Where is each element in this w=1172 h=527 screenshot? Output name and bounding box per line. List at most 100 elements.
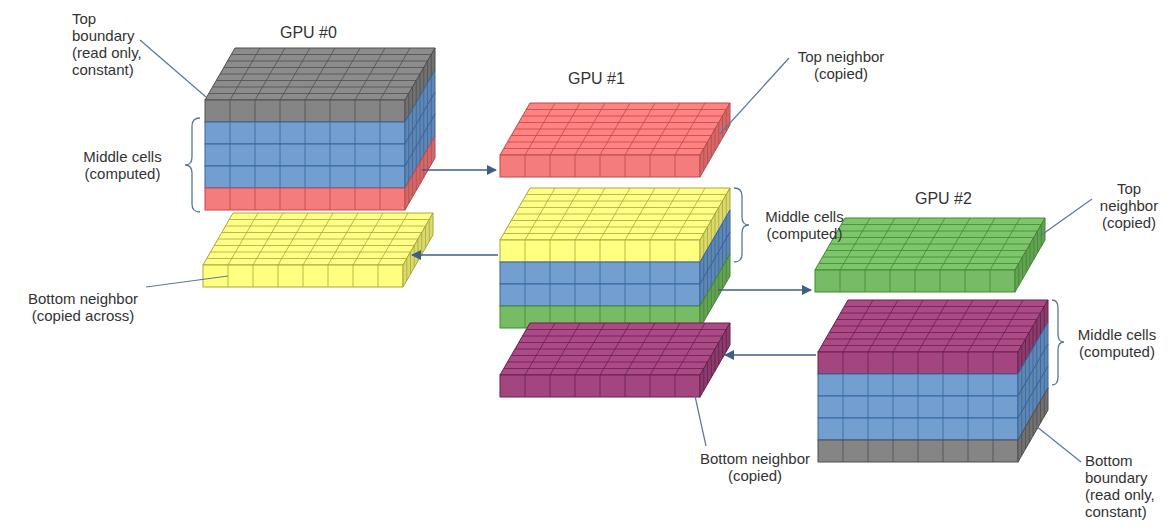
grid-line [707, 142, 708, 164]
grid-line [519, 342, 719, 343]
grid-line [305, 100, 306, 122]
grid-line [675, 262, 676, 284]
grid-line [711, 287, 712, 309]
grid-line [1037, 231, 1038, 253]
grid-line [943, 418, 944, 440]
grid-line [427, 61, 428, 83]
grid-line [1029, 399, 1030, 421]
grid-line [675, 103, 705, 155]
grid-line [305, 144, 306, 166]
leader-line [1040, 199, 1092, 236]
grid-line [726, 261, 727, 283]
grid-line [420, 140, 421, 162]
grid-line [715, 129, 716, 151]
grid-line [280, 100, 281, 122]
grid-line [838, 231, 1038, 232]
grid-line [722, 201, 723, 223]
grid-line [231, 54, 431, 55]
grid-line [675, 323, 705, 375]
grid-line [990, 270, 991, 292]
grid-line [893, 396, 894, 418]
copy-arrow [718, 289, 811, 291]
grid-line [943, 352, 944, 374]
grid-line [355, 48, 385, 100]
grid-line [703, 234, 704, 256]
grid-line [625, 284, 626, 306]
grid-line [868, 440, 869, 462]
grid-line [715, 349, 716, 371]
grid-line [420, 118, 421, 140]
grid-line [718, 274, 719, 296]
leader-line [695, 396, 706, 446]
grid-line [650, 375, 651, 397]
grid-line [230, 144, 231, 166]
grid-line [993, 440, 994, 462]
grid-line [703, 300, 704, 322]
grid-line [843, 374, 844, 396]
grid-line [968, 374, 969, 396]
grid-line [650, 103, 680, 155]
cell-slab [500, 188, 730, 328]
grid-line [431, 143, 432, 165]
grid-line [1033, 370, 1034, 392]
grid-line [378, 213, 408, 265]
grid-line [968, 352, 969, 374]
grid-line [550, 155, 551, 177]
grid-line [1025, 383, 1026, 405]
grid-line [1029, 421, 1030, 443]
grid-line [843, 440, 844, 462]
grid-line [893, 352, 894, 374]
grid-line [703, 256, 704, 278]
slab-front-row [818, 396, 1018, 418]
grid-line [420, 162, 421, 184]
grid-line [408, 160, 409, 182]
grid-line [865, 270, 866, 292]
grid-line [968, 396, 969, 418]
grid-line [625, 375, 626, 397]
grid-line [718, 230, 719, 252]
grid-line [230, 100, 231, 122]
grid-line [711, 243, 712, 265]
grid-line [715, 214, 716, 236]
grid-line [431, 99, 432, 121]
grid-line [353, 265, 354, 287]
slab-front-row [818, 440, 1018, 462]
grid-line [526, 329, 726, 330]
grid-line [418, 239, 419, 261]
neighbor-label: Bottom neighbor (copied) [690, 450, 820, 484]
grid-line [328, 265, 329, 287]
grid-line [515, 214, 715, 215]
grid-line [703, 369, 704, 391]
grid-line [255, 166, 256, 188]
grid-line [625, 240, 626, 262]
grid-line [1044, 351, 1045, 373]
grid-line [280, 122, 281, 144]
grid-line [625, 262, 626, 284]
grid-line [408, 116, 409, 138]
grid-line [278, 265, 279, 287]
slab-top-face [500, 188, 730, 240]
grid-line [330, 144, 331, 166]
grid-line [412, 87, 413, 109]
grid-line [837, 319, 1037, 320]
grid-line [918, 374, 919, 396]
grid-line [423, 68, 424, 90]
grid-line [1040, 379, 1041, 401]
grid-line [1033, 238, 1034, 260]
grid-line [1025, 339, 1026, 361]
region-label: Middle cells (computed) [752, 208, 857, 242]
grid-line [968, 300, 998, 352]
grid-line [355, 166, 356, 188]
grid-line [218, 239, 418, 240]
grid-line [943, 300, 973, 352]
grid-line [1030, 244, 1031, 266]
grid-line [1044, 307, 1045, 329]
grid-line [1021, 368, 1022, 390]
grid-line [1040, 335, 1041, 357]
grid-line [423, 112, 424, 134]
grid-line [408, 94, 409, 116]
slab-side-row [405, 136, 435, 210]
grid-line [416, 81, 417, 103]
grid-line [416, 147, 417, 169]
grid-line [280, 166, 281, 188]
